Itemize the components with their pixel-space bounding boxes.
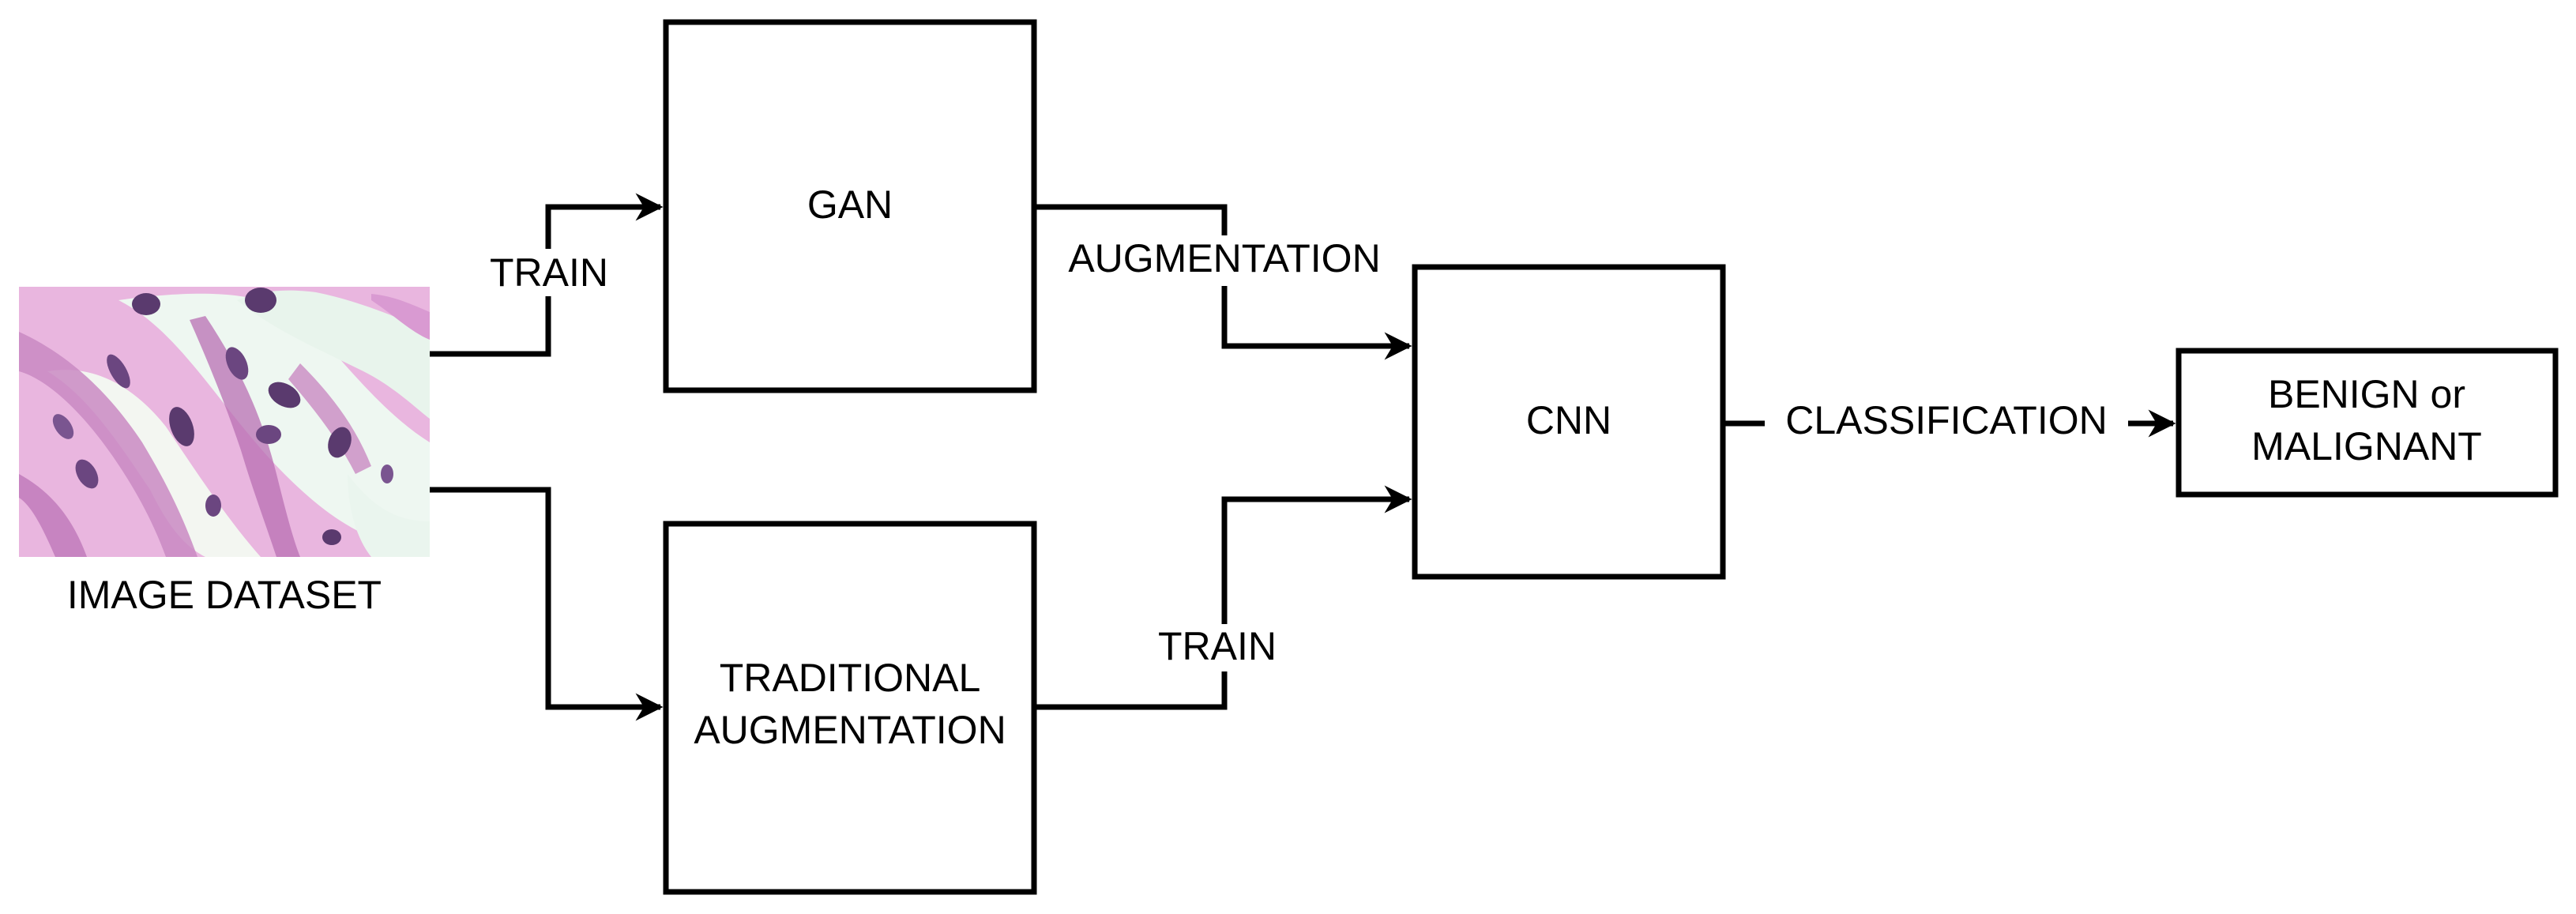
edge-label-gan-to-cnn: AUGMENTATION xyxy=(1044,235,1405,286)
edge-label-trad-to-cnn: TRAIN xyxy=(1149,624,1299,671)
traditional-augmentation-label-line1: TRADITIONAL xyxy=(720,656,981,700)
arrow-traditional-to-cnn xyxy=(1034,485,1412,710)
cnn-label: CNN xyxy=(1526,398,1611,442)
result-label-line2: MALIGNANT xyxy=(2251,424,2482,468)
histology-image xyxy=(19,287,430,557)
arrow-dataset-to-traditional xyxy=(430,487,664,721)
cnn-box xyxy=(1412,264,1726,580)
svg-text:AUGMENTATION: AUGMENTATION xyxy=(1068,236,1380,280)
traditional-augmentation-label-line2: AUGMENTATION xyxy=(694,708,1006,752)
edge-label-dataset-to-gan: TRAIN xyxy=(478,249,620,296)
svg-text:CLASSIFICATION: CLASSIFICATION xyxy=(1785,398,2107,442)
gan-box xyxy=(663,19,1037,393)
result-label-line1: BENIGN or xyxy=(2268,372,2465,416)
gan-node: GAN xyxy=(663,19,1037,393)
svg-text:TRAIN: TRAIN xyxy=(490,250,608,295)
svg-text:TRAIN: TRAIN xyxy=(1158,624,1277,668)
image-dataset-label: IMAGE DATASET xyxy=(67,573,382,617)
result-node: BENIGN or MALIGNANT xyxy=(2175,348,2559,498)
image-dataset-node: IMAGE DATASET xyxy=(19,287,430,617)
traditional-augmentation-box xyxy=(663,521,1037,895)
result-box xyxy=(2175,348,2559,498)
cnn-node: CNN xyxy=(1412,264,1726,580)
traditional-augmentation-node: TRADITIONAL AUGMENTATION xyxy=(663,521,1037,895)
gan-label: GAN xyxy=(807,182,893,227)
edge-label-cnn-to-result: CLASSIFICATION xyxy=(1765,397,2128,449)
